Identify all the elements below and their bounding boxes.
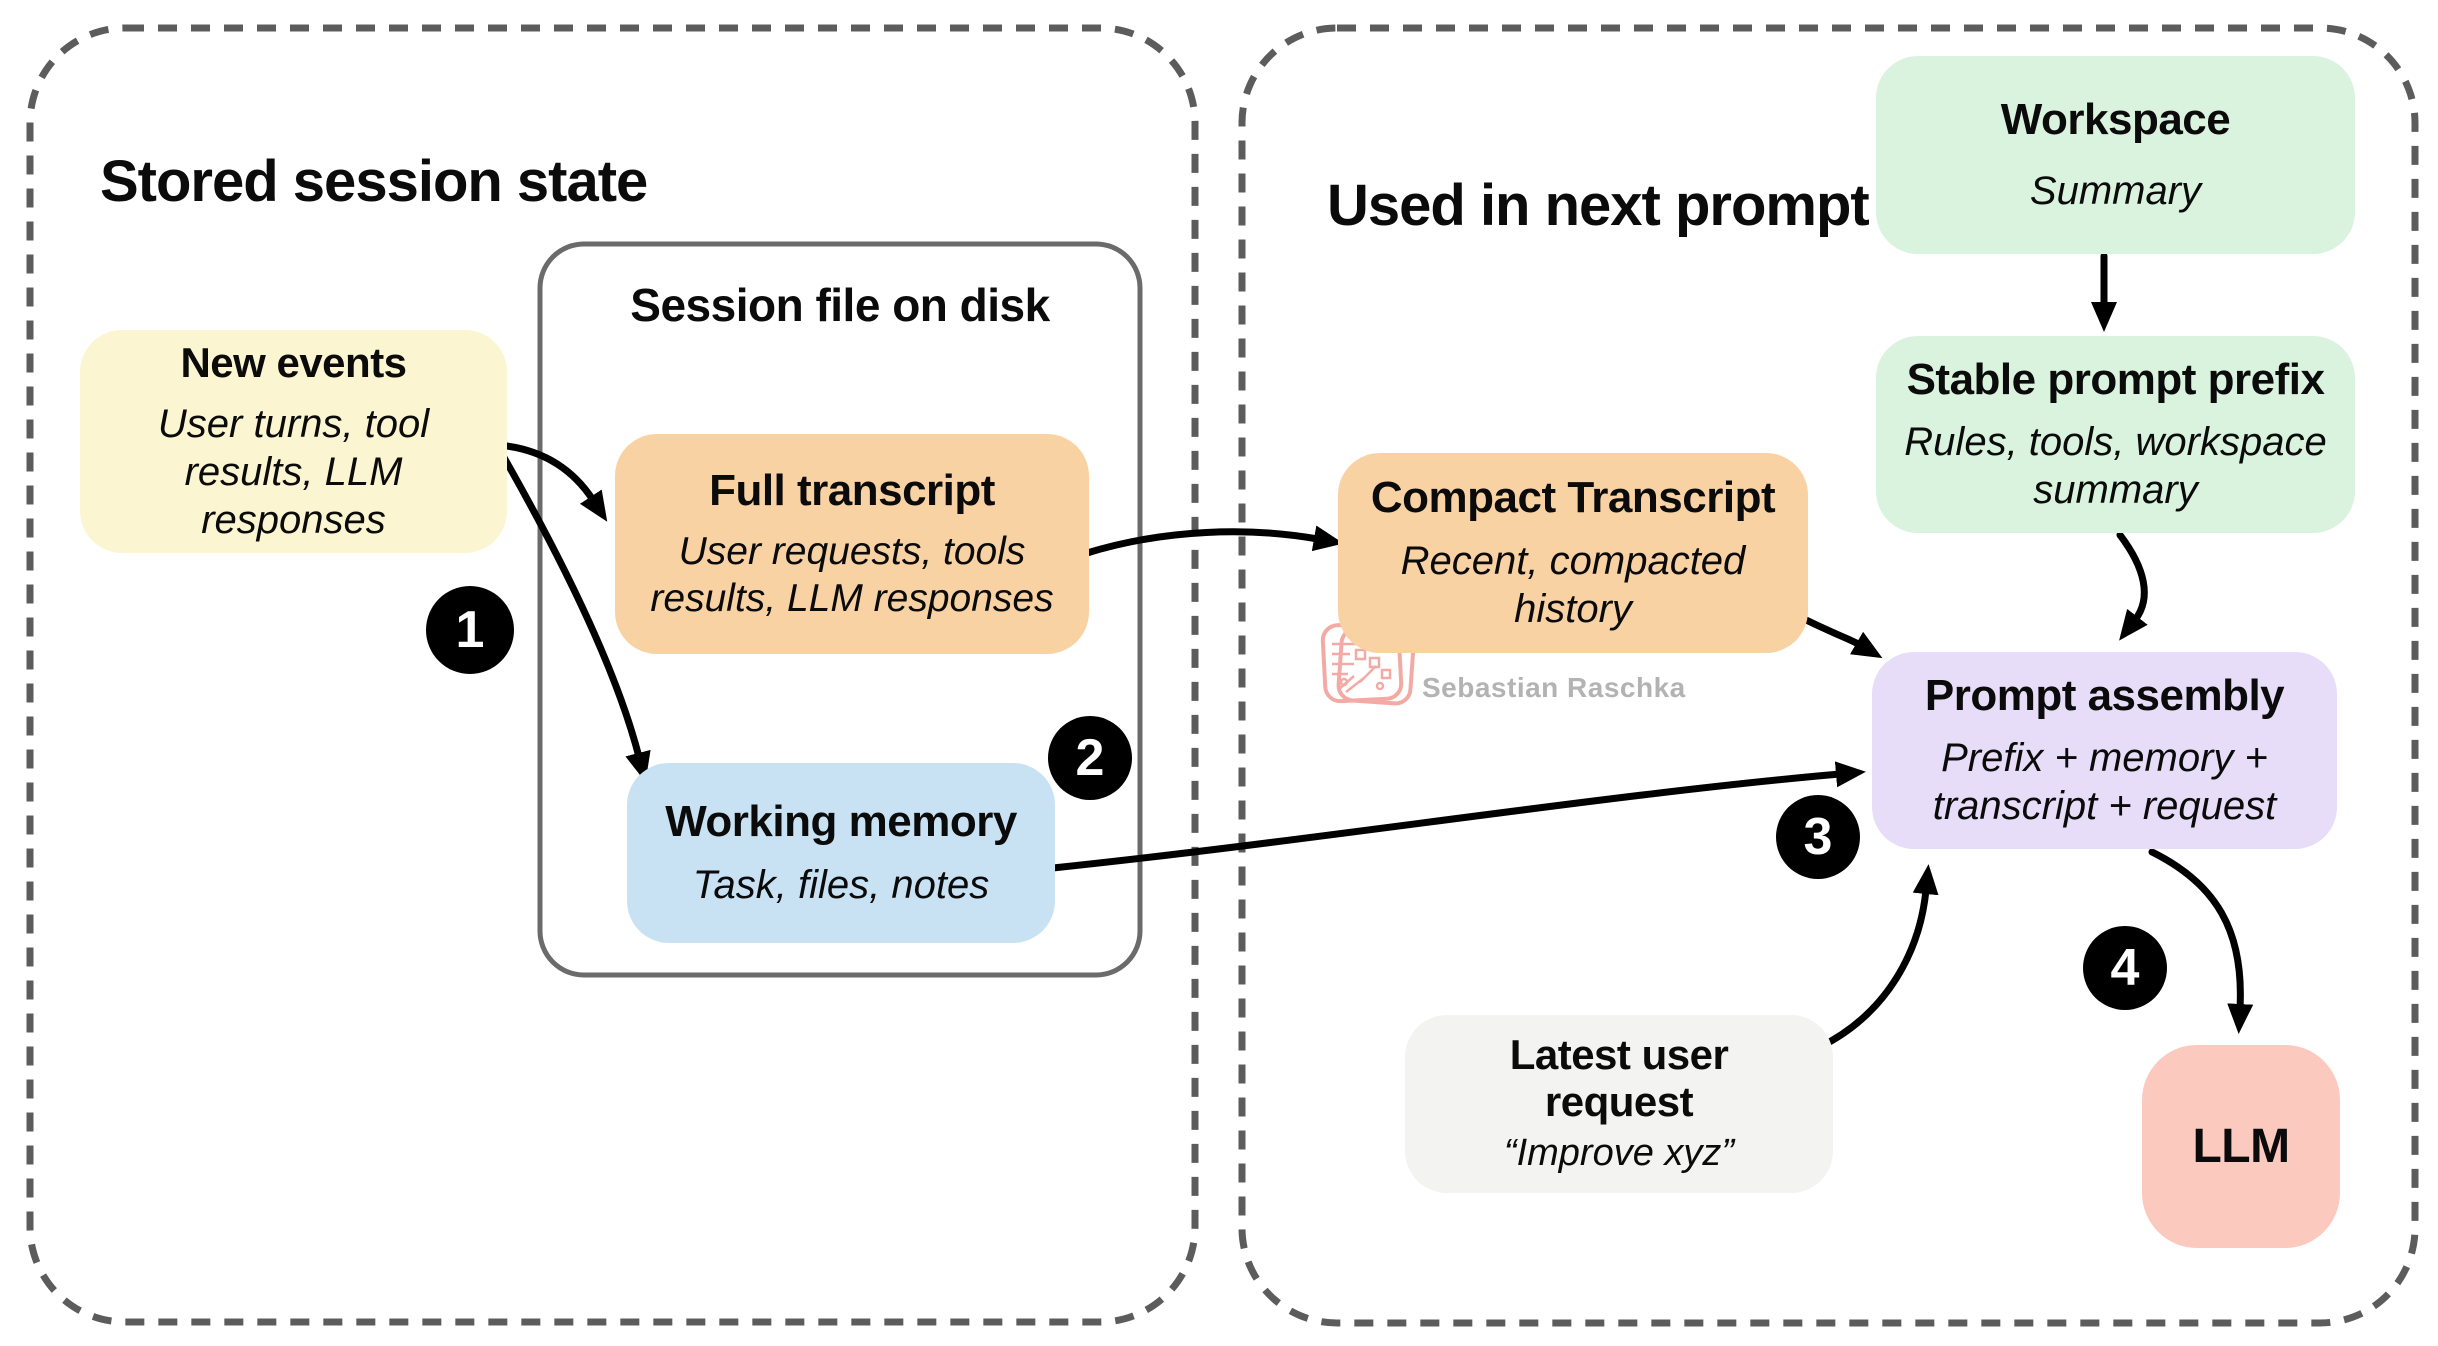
arrow-prefix-to-assembly	[2116, 531, 2148, 641]
step-badge-3-label: 3	[1803, 808, 1833, 866]
node-llm: LLM	[2142, 1045, 2340, 1248]
arrow-new-events-to-working-memory	[494, 443, 651, 783]
working-memory-title: Working memory	[665, 797, 1017, 847]
node-working-memory: Working memory Task, files, notes	[627, 763, 1055, 943]
watermark-author: Sebastian Raschka	[1422, 672, 1686, 703]
workspace-title: Workspace	[2000, 95, 2231, 145]
node-latest-user-request: Latest user request “Improve xyz”	[1405, 1015, 1833, 1193]
step-badge-2-label: 2	[1075, 729, 1105, 787]
step-badge-2: 2	[1048, 716, 1132, 800]
arrow-request-to-assembly	[1814, 864, 1939, 1052]
used-in-next-prompt-panel	[1238, 24, 2419, 1327]
right-panel-title: Used in next prompt	[1327, 173, 1870, 238]
node-full-transcript: Full transcript User requests, tools res…	[615, 434, 1089, 654]
working-memory-subtitle: Task, files, notes	[692, 862, 990, 907]
arrow-assembly-to-llm	[2148, 848, 2254, 1034]
step-badge-1: 1	[426, 586, 514, 674]
prompt-assembly-title: Prompt assembly	[1924, 670, 2285, 720]
prompt-assembly-subtitle: Prefix + memory + transcript + request	[1932, 736, 2277, 829]
node-workspace: Workspace Summary	[1876, 56, 2355, 254]
arrow-full-to-compact-transcript	[1083, 525, 1344, 557]
node-stable-prompt-prefix: Stable prompt prefix Rules, tools, works…	[1876, 336, 2355, 533]
node-new-events: New events User turns, tool results, LLM…	[80, 330, 507, 553]
compact-transcript-title: Compact Transcript	[1370, 473, 1776, 523]
latest-user-request-title: Latest user request	[1509, 1031, 1729, 1126]
compact-transcript-subtitle: Recent, compacted history	[1400, 538, 1746, 631]
llm-title: LLM	[2192, 1119, 2290, 1173]
new-events-title: New events	[180, 338, 407, 386]
full-transcript-title: Full transcript	[709, 465, 995, 515]
session-file-title: Session file on disk	[630, 279, 1050, 331]
arrow-new-events-to-full-transcript	[494, 441, 608, 522]
stable-prompt-prefix-subtitle: Rules, tools, workspace summary	[1904, 420, 2327, 513]
arrow-working-memory-to-assembly	[1049, 761, 1866, 872]
node-prompt-assembly: Prompt assembly Prefix + memory + transc…	[1872, 652, 2337, 849]
node-compact-transcript: Compact Transcript Recent, compacted his…	[1338, 453, 1808, 653]
step-badge-4-label: 4	[2110, 939, 2140, 997]
full-transcript-subtitle: User requests, tools results, LLM respon…	[650, 529, 1054, 620]
workspace-subtitle: Summary	[2029, 168, 2202, 213]
new-events-subtitle: User turns, tool results, LLM responses	[157, 402, 430, 543]
left-panel-title: Stored session state	[100, 149, 648, 214]
step-badge-3: 3	[1776, 795, 1860, 879]
step-badge-4: 4	[2083, 926, 2167, 1010]
arrow-compact-to-assembly	[1794, 612, 1883, 659]
stable-prompt-prefix-title: Stable prompt prefix	[1906, 354, 2325, 404]
latest-user-request-subtitle: “Improve xyz”	[1503, 1132, 1735, 1175]
step-badge-1-label: 1	[455, 601, 485, 659]
